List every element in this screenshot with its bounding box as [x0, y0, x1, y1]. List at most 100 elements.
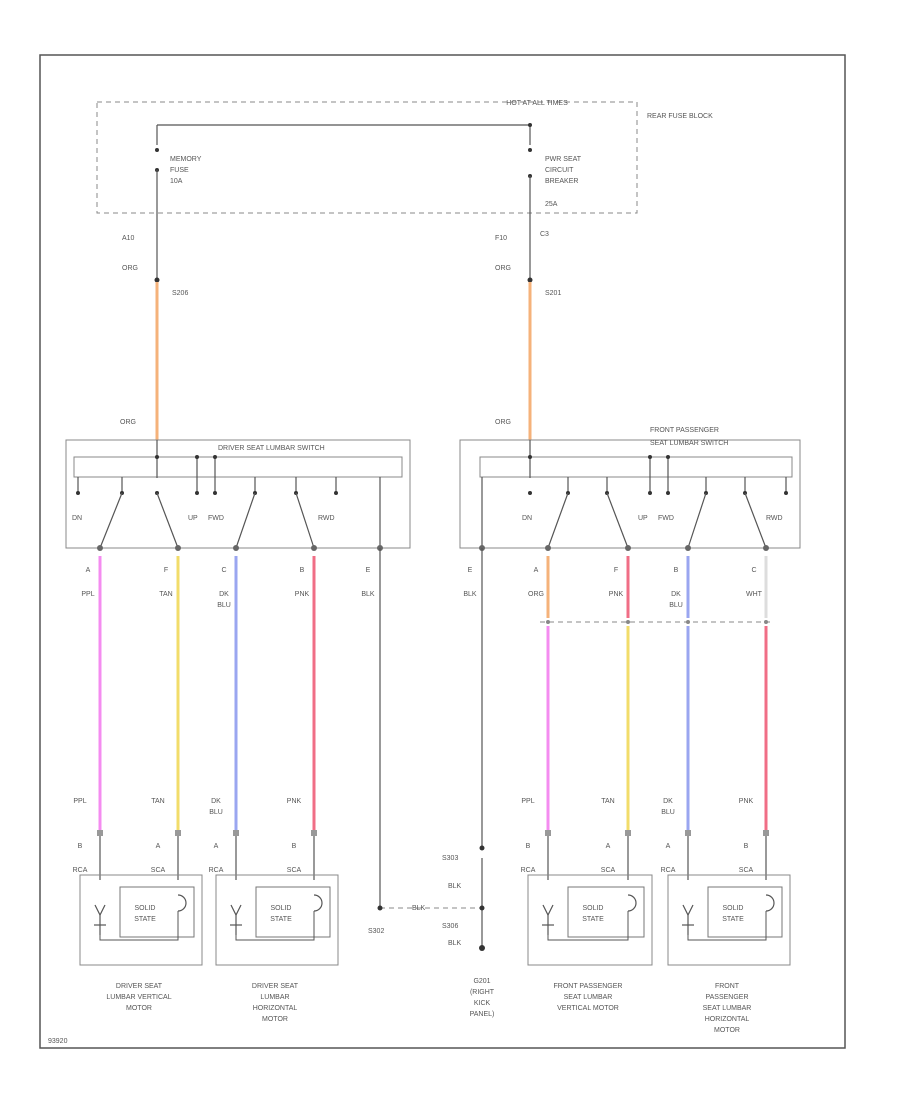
motor-winding-1 — [313, 894, 323, 912]
ground-location-3: KICK — [474, 1000, 491, 1007]
right-wire-label-1-0: ORG — [528, 591, 544, 598]
left-wire-label-3-0: PNK — [295, 591, 310, 598]
motor-name-3-4: MOTOR — [714, 1027, 740, 1034]
fuse-block-title: HOT AT ALL TIMES — [506, 100, 568, 107]
fuse-right-line2: CIRCUIT — [545, 167, 574, 174]
left-pin-label-2: C — [221, 567, 226, 574]
motor-name-1-2: HORIZONTAL — [253, 1005, 298, 1012]
motor-winding-0 — [177, 894, 187, 912]
left-conn-label-0: RCA — [73, 867, 88, 874]
motor-name-2-0: FRONT PASSENGER — [554, 983, 623, 990]
driver-switch-title: DRIVER SEAT LUMBAR SWITCH — [218, 445, 325, 452]
motor-solid-state-1-0: SOLID — [134, 905, 155, 912]
motor-solid-state-2-0: STATE — [134, 916, 156, 923]
left-conn-label-3: SCA — [287, 867, 302, 874]
fuse-left-line1: MEMORY — [170, 156, 202, 163]
motor-name-2-1: SEAT LUMBAR — [564, 994, 613, 1001]
right-wire-label-3-1: BLU — [669, 602, 683, 609]
motor-inner-box-2 — [567, 886, 645, 938]
left-conn-label-1: SCA — [151, 867, 166, 874]
motor-diode-1 — [230, 904, 242, 917]
motor-box-1 — [215, 874, 339, 966]
footer-code: 93920 — [48, 1038, 68, 1045]
right-motor-pin-label-1: B — [526, 843, 531, 850]
driver-switch-pos-rwd: RWD — [318, 515, 335, 522]
ground-splice-left: S302 — [368, 928, 384, 935]
passenger-switch-pos-rwd: RWD — [766, 515, 783, 522]
ground-splice-top: S303 — [442, 855, 458, 862]
left-pin-label-4: E — [366, 567, 371, 574]
motor-loop-1 — [235, 911, 315, 941]
motor-name-1-0: DRIVER SEAT — [252, 983, 299, 990]
fuse-left-line2: FUSE — [170, 167, 189, 174]
left-pin-label-1: F — [164, 567, 168, 574]
right-motor-pin-label-2: A — [606, 843, 611, 850]
right-pin-label-4: C — [751, 567, 756, 574]
right-pin-dot-1 — [545, 545, 551, 551]
motor-diode-2 — [542, 904, 554, 917]
right-feed: F10 C3 ORG S201 ORG — [495, 205, 561, 440]
motor-name-0-2: MOTOR — [126, 1005, 152, 1012]
fuse-right-line4: 25A — [545, 201, 558, 208]
passenger-switch-pos-dn: DN — [522, 515, 532, 522]
right-wire-bottom-label-1-0: PPL — [521, 798, 534, 805]
motor-name-3-0: FRONT — [715, 983, 740, 990]
left-wire-bottom-label-3-0: PNK — [287, 798, 302, 805]
right-motor-pin-2 — [625, 830, 631, 836]
right-wire-bottom-label-3-0: DK — [663, 798, 673, 805]
passenger-lumbar-switch: FRONT PASSENGER SEAT LUMBAR SWITCH DN UP… — [459, 427, 801, 549]
motor-diode-3 — [682, 904, 694, 917]
right-pin-label-3: B — [674, 567, 679, 574]
driver-lumbar-switch: DRIVER SEAT LUMBAR SWITCH DN UP FWD RWD — [65, 439, 411, 549]
right-feed-pin: F10 — [495, 235, 507, 242]
motor-name-2-2: VERTICAL MOTOR — [557, 1005, 619, 1012]
motor-solid-state-2-3: STATE — [722, 916, 744, 923]
left-wire-bottom-label-1-0: TAN — [151, 798, 164, 805]
left-pin-label-0: A — [86, 567, 91, 574]
fuse-block-outline — [96, 101, 638, 214]
motor-name-1-1: LUMBAR — [260, 994, 289, 1001]
right-motor-pin-4 — [763, 830, 769, 836]
passenger-switch-outline — [459, 439, 801, 549]
ground-location-4: PANEL) — [470, 1011, 495, 1018]
ground-location-2: (RIGHT — [470, 989, 495, 996]
motor-inner-box-1 — [255, 886, 331, 938]
left-pin-dot-0 — [97, 545, 103, 551]
left-wire-label-2-1: BLU — [217, 602, 231, 609]
left-pin-dot-1 — [175, 545, 181, 551]
right-conn-label-3: RCA — [661, 867, 676, 874]
motor-name-0-1: LUMBAR VERTICAL — [106, 994, 171, 1001]
motor-solid-state-2-2: STATE — [582, 916, 604, 923]
right-wire-label-2-0: PNK — [609, 591, 624, 598]
motor-loop-3 — [687, 911, 767, 941]
left-motor-pin-2 — [233, 830, 239, 836]
right-motor-pin-3 — [685, 830, 691, 836]
rear-fuse-block: HOT AT ALL TIMES REAR FUSE BLOCK MEMORY … — [96, 100, 713, 214]
driver-switch-pos-up: UP — [188, 515, 198, 522]
motor-solid-state-1-2: SOLID — [582, 905, 603, 912]
right-feed-splice: S201 — [545, 290, 561, 297]
motor-diode-0 — [94, 904, 106, 917]
left-wire-bottom-label-2-1: BLU — [209, 809, 223, 816]
right-conn-label-4: SCA — [739, 867, 754, 874]
passenger-switch-title-2: SEAT LUMBAR SWITCH — [650, 440, 728, 447]
right-motor-pin-label-3: A — [666, 843, 671, 850]
passenger-switch-pos-up: UP — [638, 515, 648, 522]
passenger-switch-title-1: FRONT PASSENGER — [650, 427, 719, 434]
right-wire-bottom-label-3-1: BLU — [661, 809, 675, 816]
ground-blk-mid: BLK — [412, 905, 426, 912]
left-feed-splice: S206 — [172, 290, 188, 297]
left-motor-pin-label-3: B — [292, 843, 297, 850]
right-motor-pin-label-4: B — [744, 843, 749, 850]
motor-solid-state-1-3: SOLID — [722, 905, 743, 912]
right-wire-bottom-label-4-0: PNK — [739, 798, 754, 805]
left-motor-pin-0 — [97, 830, 103, 836]
driver-switch-pos-dn: DN — [72, 515, 82, 522]
motor-box-2 — [527, 874, 653, 966]
ground-circuit: S303 BLK BLK S302 S306 BLK G201 (RIGHT K… — [368, 548, 495, 1018]
wire-runs: APPLPPLBRCAFTANTANASCACDKBLUDKBLUARCABPN… — [73, 545, 791, 1034]
fuse-left-line3: 10A — [170, 178, 183, 185]
driver-switch-pos-fwd: FWD — [208, 515, 224, 522]
diagram-frame — [39, 54, 846, 1049]
